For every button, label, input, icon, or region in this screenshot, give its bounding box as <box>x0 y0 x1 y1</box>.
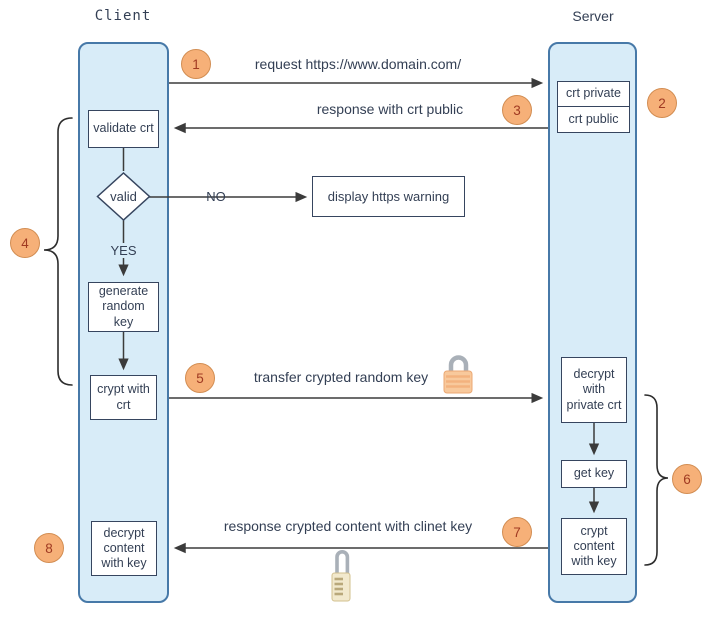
client-box-generate-random-key: generate random key <box>88 282 159 332</box>
step-badge-5: 5 <box>185 363 215 393</box>
step-badge-3: 3 <box>502 95 532 125</box>
server-lane-title: Server <box>572 8 614 24</box>
client-lane-title: Client <box>94 8 152 24</box>
no-branch-label: NO <box>206 189 226 204</box>
message-transfer-key: transfer crypted random key <box>253 369 429 385</box>
message-request: request https://www.domain.com/ <box>254 56 462 72</box>
combination-padlock-icon <box>331 550 351 602</box>
step-badge-8: 8 <box>34 533 64 563</box>
step-badge-7: 7 <box>502 517 532 547</box>
client-box-decrypt-content-with-key: decrypt content with key <box>91 521 157 576</box>
step-badge-2: 2 <box>647 88 677 118</box>
client-box-validate-crt: validate crt <box>88 110 159 148</box>
display-https-warning-box: display https warning <box>312 176 465 217</box>
server-box-decrypt-with-private-crt: decrypt with private crt <box>561 357 627 423</box>
server-steps-brace <box>644 394 669 566</box>
server-box-crypt-content-with-key: crypt content with key <box>561 518 627 575</box>
client-steps-brace <box>43 117 73 386</box>
step-badge-4: 4 <box>10 228 40 258</box>
message-response-content: response crypted content with clinet key <box>223 518 473 534</box>
server-box-crt-public: crt public <box>557 106 630 133</box>
client-box-crypt-with-crt: crypt with crt <box>90 375 157 420</box>
message-response-public: response with crt public <box>316 101 464 117</box>
server-box-crt-private: crt private <box>557 81 630 107</box>
valid-decision-label: valid <box>110 189 137 204</box>
step-badge-6: 6 <box>672 464 702 494</box>
server-box-get-key: get key <box>561 460 627 488</box>
yes-branch-label: YES <box>105 243 142 258</box>
step-badge-1: 1 <box>181 49 211 79</box>
